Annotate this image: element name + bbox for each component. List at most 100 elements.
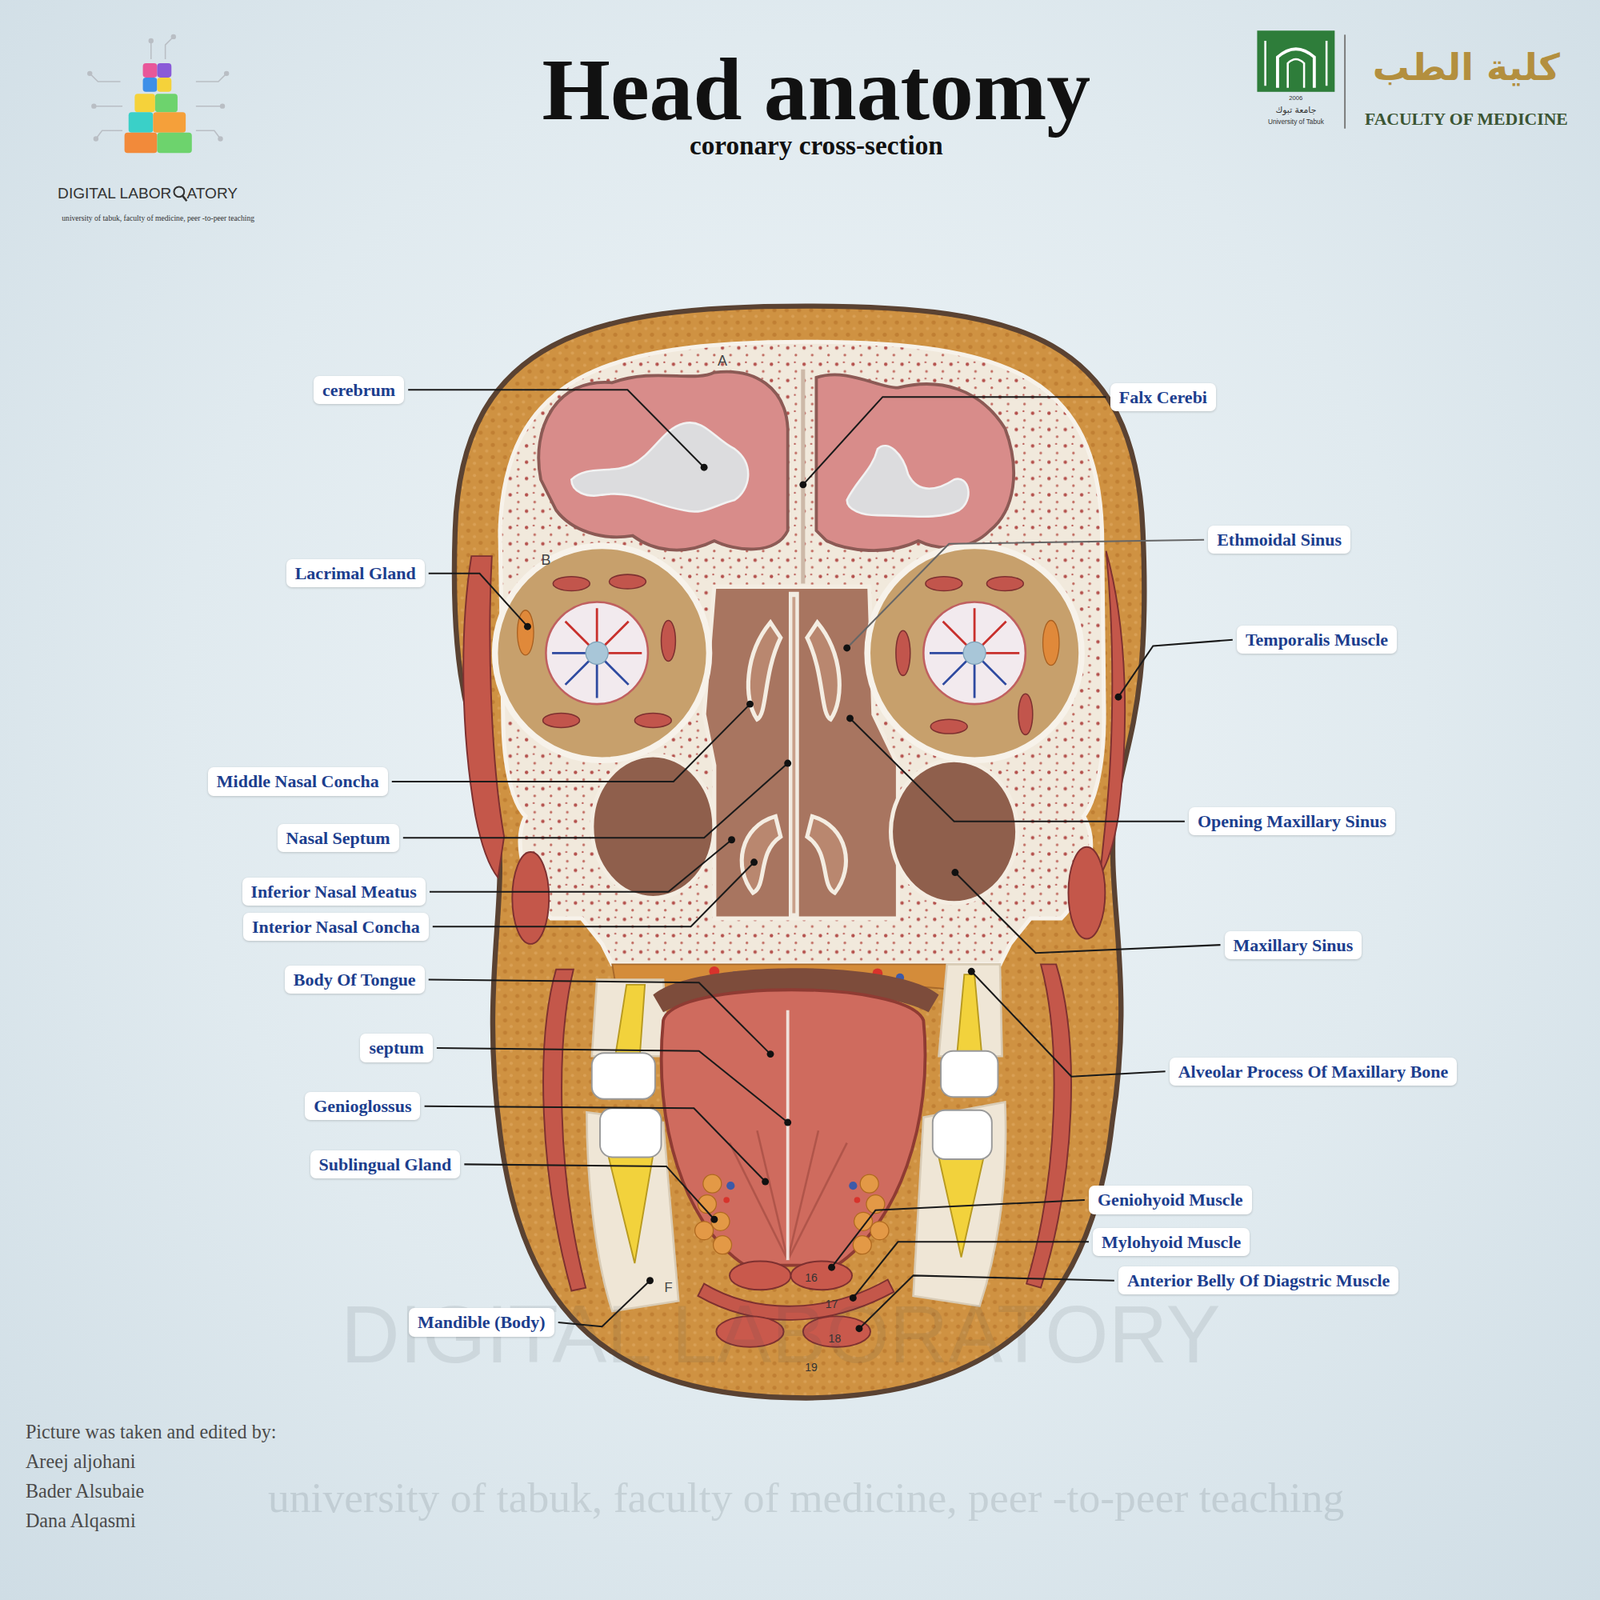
credit-name: Bader Alsubaie	[25, 1480, 144, 1503]
head-section-part-part	[713, 1236, 732, 1255]
callout-box: Body Of Tongue	[284, 965, 425, 994]
callout-label: Lacrimal Gland	[295, 563, 416, 584]
lab-logo-part-part	[196, 130, 221, 139]
leader-dots-part	[968, 968, 976, 976]
head-section-part-part	[723, 1196, 730, 1204]
lab-logo-part-part	[220, 103, 225, 108]
head-section-part	[729, 1261, 792, 1291]
callout-box: septum	[360, 1033, 432, 1062]
head-section-part	[543, 574, 1033, 735]
head-section-part	[956, 974, 982, 1053]
head-section-part-part	[703, 1174, 722, 1193]
callout-label: Nasal Septum	[286, 828, 391, 848]
lab-logo-part	[182, 196, 187, 201]
leader-dots-part	[700, 464, 708, 472]
leader-lines-part	[408, 389, 704, 468]
head-section-part	[615, 984, 645, 1056]
lab-logo-part-part	[93, 105, 123, 108]
watermark: university of tabuk, faculty of medicine…	[268, 1473, 1344, 1524]
leader-dots-part	[524, 623, 532, 631]
head-section-part	[538, 372, 788, 551]
callout-label: Alveolar Process Of Maxillary Bone	[1178, 1061, 1449, 1082]
leader-dots-part	[646, 1276, 654, 1284]
lab-logo-part	[128, 112, 154, 133]
leader-lines-part	[464, 1164, 715, 1220]
callout-label: Body Of Tongue	[293, 969, 416, 990]
callout-box: Maxillary Sinus	[1224, 931, 1363, 960]
subtitle: coronary cross-section	[689, 130, 944, 161]
lab-logo-part-part	[196, 105, 223, 108]
lab-logo-part-part	[224, 71, 229, 76]
head-section-part	[963, 641, 986, 664]
head-section-part-part	[695, 1221, 714, 1240]
head-section-part-part	[925, 576, 963, 592]
university-logo-part	[1344, 34, 1346, 128]
leader-lines-part	[428, 573, 528, 627]
lab-logo-part-part	[96, 130, 123, 139]
lab-logo-part-part	[148, 38, 154, 44]
head-section-part-part	[726, 1181, 735, 1190]
lab-logo-part-part	[165, 36, 174, 60]
logo-text: ATORY	[186, 184, 238, 203]
lab-logo-part-part	[150, 40, 152, 60]
head-section-part	[543, 969, 586, 1292]
callout-box: Alveolar Process Of Maxillary Bone	[1169, 1057, 1458, 1086]
lab-logo-part-part	[217, 136, 223, 141]
head-section-part	[463, 556, 504, 878]
head-section-part	[592, 1052, 656, 1099]
leader-dots-part	[728, 836, 736, 844]
leader-dots	[524, 464, 1122, 1332]
callout-box: Interior Nasal Concha	[243, 912, 429, 941]
credit-name: Dana Alqasmi	[25, 1509, 136, 1532]
head-section-part-part	[848, 1181, 857, 1190]
leader-dots-part	[828, 1264, 836, 1272]
title: Head anatomy	[542, 39, 1092, 140]
university-logo-part	[1277, 48, 1315, 88]
leader-dots-part	[951, 868, 959, 876]
lab-logo-part-part	[89, 73, 120, 82]
callout-box: Mylohyoid Muscle	[1092, 1228, 1250, 1256]
callout-box: Geniohyoid Muscle	[1088, 1185, 1252, 1214]
head-section-part	[552, 652, 1007, 698]
head-section-part	[741, 622, 846, 893]
lab-logo-part	[173, 186, 184, 197]
head-section-part	[608, 1155, 653, 1264]
head-section-part	[938, 964, 1002, 1056]
callout-box: Temporalis Muscle	[1236, 625, 1397, 654]
leader-dots-part	[710, 1216, 718, 1224]
head-section-part-part	[711, 1212, 730, 1231]
university-logo-part	[1256, 30, 1335, 92]
head-section-part	[786, 1010, 790, 1261]
lab-logo	[87, 34, 229, 202]
head-section-part-part	[634, 713, 672, 728]
leader-dots-part	[784, 1119, 792, 1127]
callout-label: Ethmoidal Sinus	[1216, 529, 1342, 550]
head-section-part-part	[807, 816, 847, 893]
leader-dots-part	[746, 700, 754, 708]
head-section-part	[800, 369, 805, 584]
university-logo	[1256, 30, 1345, 128]
head-section-part	[847, 445, 969, 517]
callout-box: Ethmoidal Sinus	[1208, 525, 1351, 554]
head-section-part	[1100, 551, 1125, 876]
lab-logo-part-part	[196, 73, 227, 82]
lab-logo-part	[124, 132, 158, 154]
leader-lines-part	[803, 396, 1107, 485]
callout-label: cerebrum	[322, 380, 396, 400]
callout-box: Mandible (Body)	[408, 1308, 555, 1336]
head-section-part	[661, 989, 926, 1265]
callout-label: Middle Nasal Concha	[216, 771, 380, 792]
callout-box: Inferior Nasal Meatus	[242, 877, 426, 906]
leader-dots-part	[846, 714, 854, 722]
lab-logo-part-part	[93, 136, 99, 141]
head-section-part	[500, 341, 1104, 964]
lab-logo-part	[155, 93, 178, 112]
leader-lines-part	[424, 1106, 766, 1182]
head-section-part	[788, 592, 800, 919]
head-section-part-part	[543, 713, 580, 728]
head-section-part-part	[930, 719, 968, 734]
lab-logo-part	[152, 112, 186, 133]
leader-dots-part	[761, 1178, 769, 1186]
head-section-part	[891, 760, 1018, 904]
